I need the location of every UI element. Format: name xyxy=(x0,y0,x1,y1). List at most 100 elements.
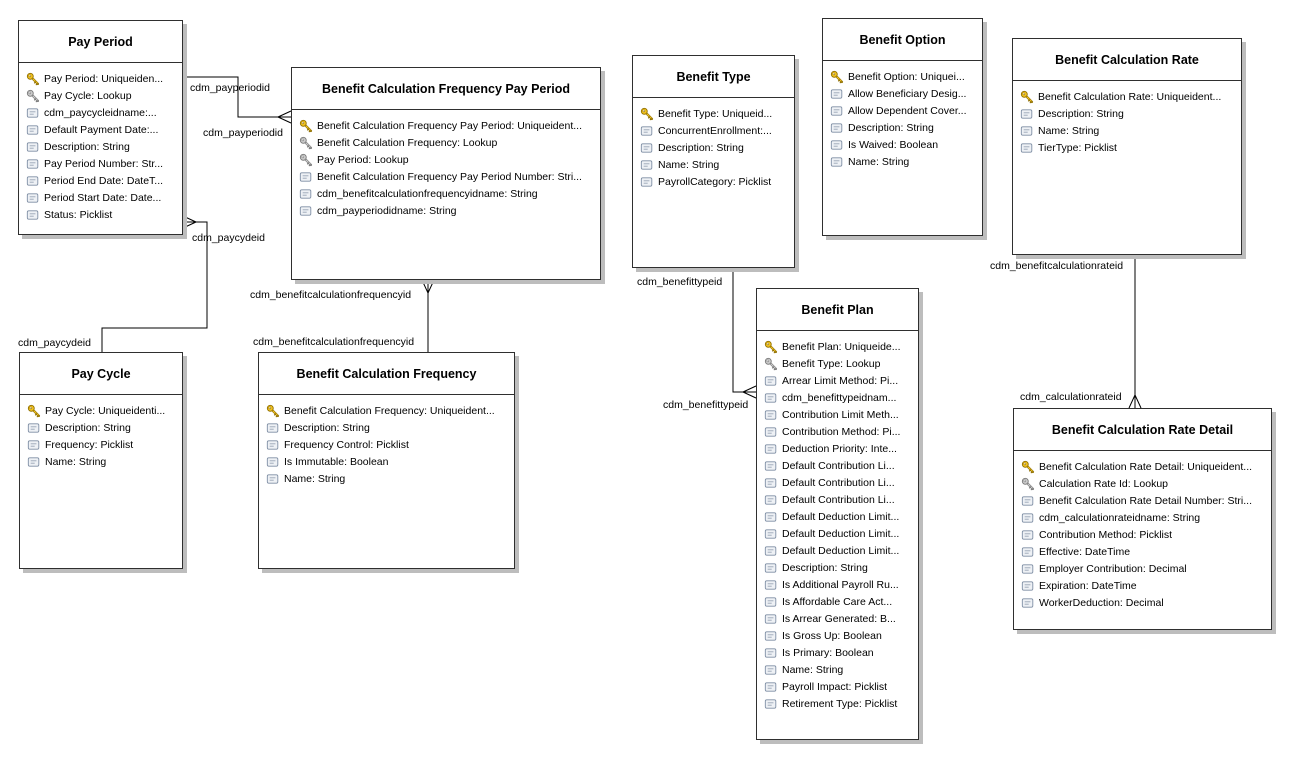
field-row: Pay Period Number: Str... xyxy=(25,155,179,172)
attribute-icon xyxy=(298,186,313,201)
field-row: Default Contribution Li... xyxy=(763,457,915,474)
field-label: Period Start Date: Date... xyxy=(44,191,162,204)
foreign-key-icon xyxy=(298,135,313,150)
attribute-icon xyxy=(763,662,778,677)
attribute-icon xyxy=(265,420,280,435)
field-row: Benefit Calculation Frequency: Lookup xyxy=(298,134,597,151)
entity-fields: Benefit Plan: Uniqueide... Benefit Type: … xyxy=(757,331,918,712)
field-row: Is Gross Up: Boolean xyxy=(763,627,915,644)
field-row: Default Payment Date:... xyxy=(25,121,179,138)
field-label: Benefit Option: Uniquei... xyxy=(848,70,965,83)
attribute-icon xyxy=(265,437,280,452)
field-row: Benefit Calculation Frequency: Uniqueide… xyxy=(265,402,511,419)
attribute-icon xyxy=(298,169,313,184)
entity-fields: Benefit Calculation Rate: Uniqueident...… xyxy=(1013,81,1241,156)
field-row: Frequency Control: Picklist xyxy=(265,436,511,453)
primary-key-icon xyxy=(829,69,844,84)
crow-foot-pay-cycle-to-pay-period xyxy=(182,215,197,223)
field-label: Employer Contribution: Decimal xyxy=(1039,562,1187,575)
field-row: Contribution Method: Picklist xyxy=(1020,526,1268,543)
foreign-key-icon xyxy=(25,88,40,103)
entity-title: Benefit Calculation Rate Detail xyxy=(1014,409,1271,451)
field-row: cdm_calculationrateidname: String xyxy=(1020,509,1268,526)
entity-fields: Benefit Calculation Frequency: Uniqueide… xyxy=(259,395,514,487)
field-label: Pay Cycle: Uniqueidenti... xyxy=(45,404,166,417)
field-row: cdm_paycycleidname:... xyxy=(25,104,179,121)
attribute-icon xyxy=(763,543,778,558)
attribute-icon xyxy=(25,190,40,205)
field-row: Employer Contribution: Decimal xyxy=(1020,560,1268,577)
relationship-line-pay-period-to-benefit-calculation-frequency-pay-period xyxy=(183,76,278,118)
attribute-icon xyxy=(829,154,844,169)
field-row: Benefit Calculation Frequency Pay Period… xyxy=(298,117,597,134)
field-row: Description: String xyxy=(1019,105,1238,122)
attribute-icon xyxy=(1020,595,1035,610)
crow-foot-benefit-type-to-benefit-plan xyxy=(742,385,757,393)
attribute-icon xyxy=(763,611,778,626)
attribute-icon xyxy=(763,390,778,405)
field-label: Is Primary: Boolean xyxy=(782,646,874,659)
field-label: Name: String xyxy=(45,455,107,468)
attribute-icon xyxy=(763,475,778,490)
field-row: Name: String xyxy=(1019,122,1238,139)
field-label: Description: String xyxy=(45,421,131,434)
field-row: Is Immutable: Boolean xyxy=(265,453,511,470)
field-label: Is Additional Payroll Ru... xyxy=(782,578,899,591)
field-row: Description: String xyxy=(26,419,179,436)
field-row: Period End Date: DateT... xyxy=(25,172,179,189)
attribute-icon xyxy=(298,203,313,218)
field-row: Period Start Date: Date... xyxy=(25,189,179,206)
field-label: WorkerDeduction: Decimal xyxy=(1039,596,1164,609)
field-label: Payroll Impact: Picklist xyxy=(782,680,888,693)
crow-foot-pay-period-to-benefit-calculation-frequency-pay-period xyxy=(277,116,292,124)
field-row: Name: String xyxy=(26,453,179,470)
field-label: Benefit Calculation Rate: Uniqueident... xyxy=(1038,90,1222,103)
entity-title: Benefit Option xyxy=(823,19,982,61)
field-row: Status: Picklist xyxy=(25,206,179,223)
relationship-line-pay-cycle-to-pay-period xyxy=(101,221,208,352)
field-row: PayrollCategory: Picklist xyxy=(639,173,791,190)
field-row: Contribution Limit Meth... xyxy=(763,406,915,423)
entity-fields: Pay Period: Uniqueiden...Pay Cycle: Look… xyxy=(19,63,182,223)
attribute-icon xyxy=(265,454,280,469)
attribute-icon xyxy=(1020,493,1035,508)
field-row: Default Deduction Limit... xyxy=(763,508,915,525)
field-label: Period End Date: DateT... xyxy=(44,174,164,187)
attribute-icon xyxy=(829,103,844,118)
field-label: cdm_benefittypeidnam... xyxy=(782,391,897,404)
field-label: ConcurrentEnrollment:... xyxy=(658,124,772,137)
field-label: Default Contribution Li... xyxy=(782,459,895,472)
field-label: Contribution Limit Meth... xyxy=(782,408,899,421)
field-row: Is Primary: Boolean xyxy=(763,644,915,661)
crow-foot-benefit-calculation-rate-to-benefit-calculation-rate-detail xyxy=(1134,394,1142,409)
field-row: Benefit Type: Lookup xyxy=(763,355,915,372)
attribute-icon xyxy=(763,594,778,609)
attribute-icon xyxy=(829,86,844,101)
attribute-icon xyxy=(1020,578,1035,593)
field-label: Is Gross Up: Boolean xyxy=(782,629,882,642)
entity-fields: Benefit Option: Uniquei... Allow Benefici… xyxy=(823,61,982,170)
field-row: WorkerDeduction: Decimal xyxy=(1020,594,1268,611)
field-label: Benefit Plan: Uniqueide... xyxy=(782,340,901,353)
field-label: cdm_payperiodidname: String xyxy=(317,204,457,217)
attribute-icon xyxy=(763,373,778,388)
entity-fields: Benefit Calculation Rate Detail: Uniquei… xyxy=(1014,451,1271,611)
field-label: Benefit Calculation Rate Detail Number: … xyxy=(1039,494,1253,507)
field-row: Contribution Method: Pi... xyxy=(763,423,915,440)
field-label: Description: String xyxy=(1038,107,1124,120)
field-row: Is Additional Payroll Ru... xyxy=(763,576,915,593)
attribute-icon xyxy=(763,696,778,711)
field-row: Allow Beneficiary Desig... xyxy=(829,85,979,102)
entity-benefit-calculation-frequency-pay-period[interactable]: Benefit Calculation Frequency Pay Period… xyxy=(291,67,601,280)
field-label: Name: String xyxy=(782,663,844,676)
field-label: Benefit Calculation Rate Detail: Uniquei… xyxy=(1039,460,1253,473)
field-label: Benefit Calculation Frequency Pay Period… xyxy=(317,119,582,132)
